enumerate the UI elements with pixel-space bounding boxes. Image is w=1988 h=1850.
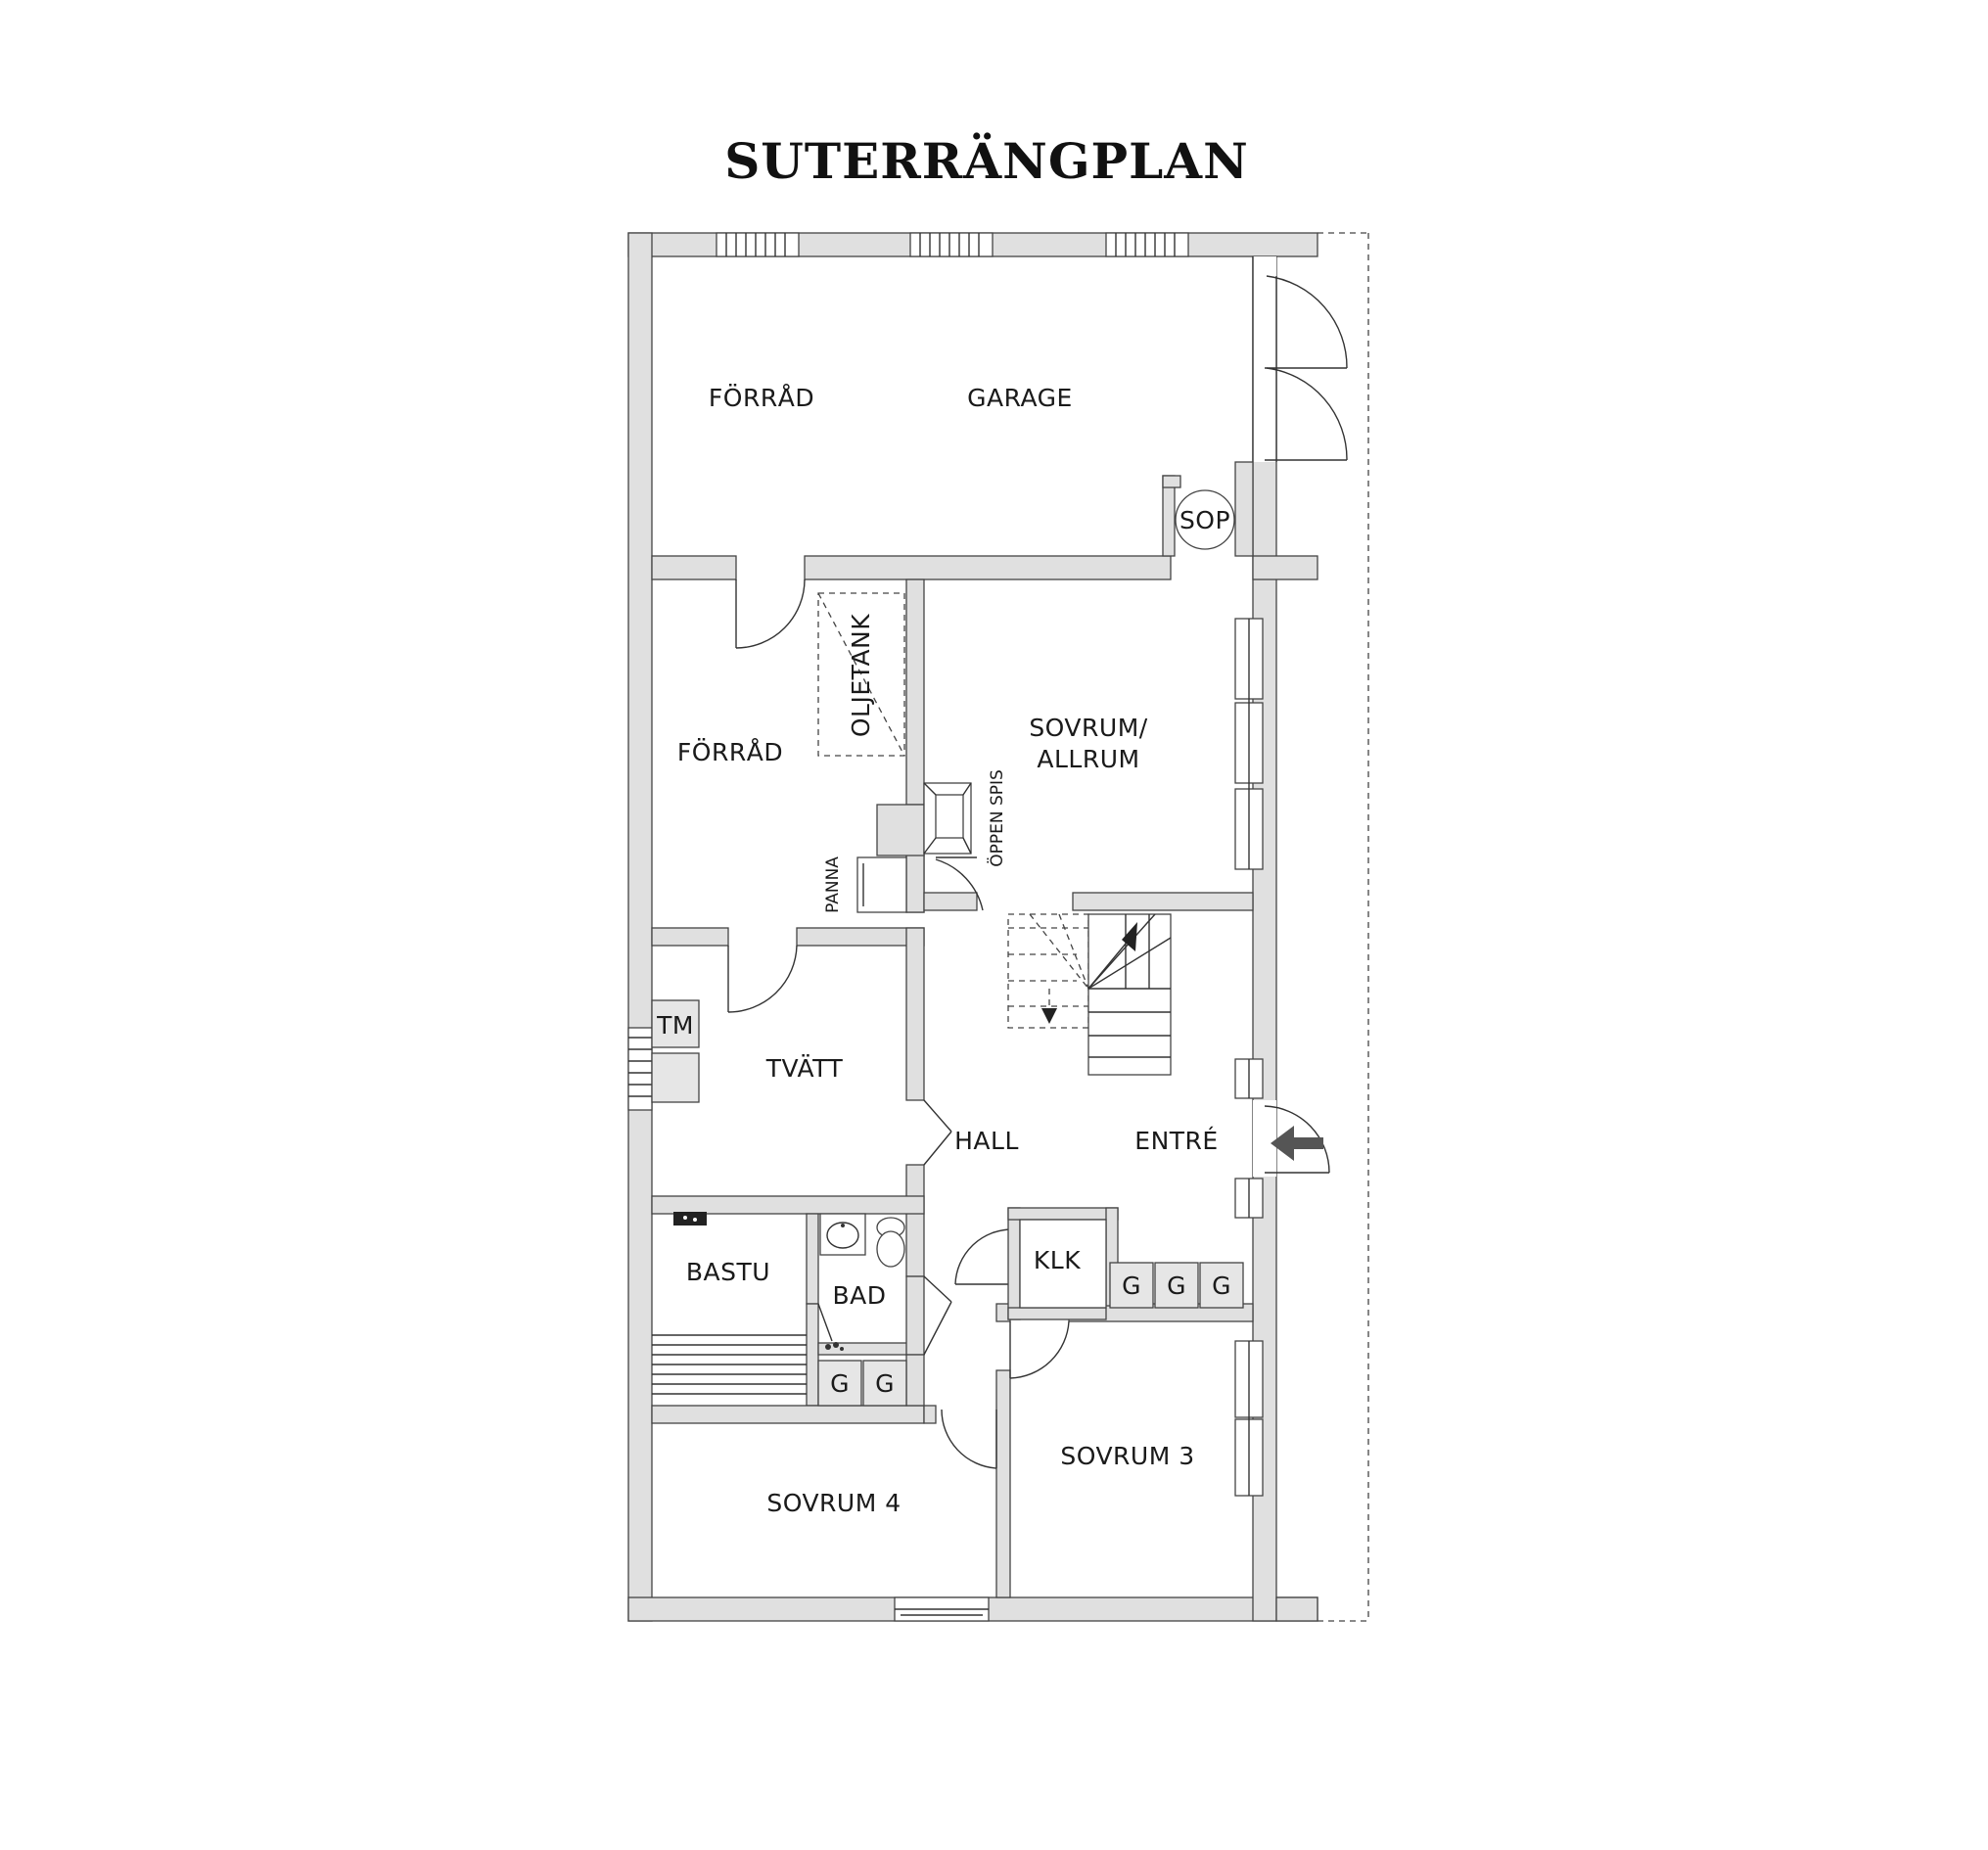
washing-machine [651, 999, 700, 1103]
wardrobes-bad [817, 1360, 907, 1407]
plan-title: SUTERRÄNGPLAN [724, 131, 1249, 190]
toilet-icon [876, 1217, 905, 1268]
shower-icon [825, 1342, 844, 1351]
sauna-heater-icon [673, 1212, 707, 1226]
klk-label: KLK [1034, 1246, 1081, 1274]
room-label-sovrum-3: SOVRUM 3 [1060, 1442, 1194, 1470]
room-label-hall: HALL [954, 1127, 1019, 1155]
room-label-sovrum-allrum-1: SOVRUM/ [1029, 714, 1147, 742]
left-window [627, 1027, 653, 1111]
sop-label: SOP [1179, 506, 1230, 534]
wardrobe-label: G [830, 1369, 850, 1398]
room-label-forrad-mid: FÖRRÅD [677, 738, 783, 766]
sauna-benches [652, 1334, 807, 1395]
staircase [1007, 913, 1172, 1076]
wardrobe-label: G [1212, 1272, 1231, 1300]
top-windows [716, 232, 1189, 257]
sink-icon [819, 1213, 866, 1256]
room-label-bad: BAD [832, 1281, 886, 1310]
klk-closet [1007, 1207, 1119, 1320]
room-label-tvatt: TVÄTT [765, 1054, 844, 1083]
panna-label: PANNA [823, 856, 843, 913]
oil-tank [817, 592, 905, 757]
room-label-sovrum-allrum-2: ALLRUM [1037, 745, 1139, 773]
fireplace [923, 782, 972, 855]
right-windows [1234, 618, 1264, 1497]
wardrobe-label: G [875, 1369, 895, 1398]
bottom-window [894, 1596, 990, 1622]
room-label-forrad-top: FÖRRÅD [709, 384, 814, 412]
wardrobe-label: G [1167, 1272, 1186, 1300]
sop-bin [1175, 489, 1235, 550]
garage-doors [1252, 256, 1348, 462]
room-label-garage: GARAGE [967, 384, 1073, 412]
interior-walls [651, 461, 1318, 1598]
room-label-sovrum-4: SOVRUM 4 [766, 1489, 901, 1517]
entrance-arrow-icon [1271, 1126, 1323, 1161]
boiler [856, 856, 907, 913]
oljetank-label: OLJETANK [847, 614, 875, 737]
wardrobes-entre [1109, 1262, 1244, 1309]
room-label-bastu: BASTU [686, 1258, 770, 1286]
room-label-entre: ENTRÉ [1134, 1127, 1218, 1155]
wardrobe-label: G [1122, 1272, 1141, 1300]
tm-label: TM [656, 1011, 694, 1040]
oppen-spis-label: ÖPPEN SPIS [986, 769, 1007, 867]
terrace-outline [1318, 232, 1369, 1622]
doors [727, 578, 1330, 1469]
